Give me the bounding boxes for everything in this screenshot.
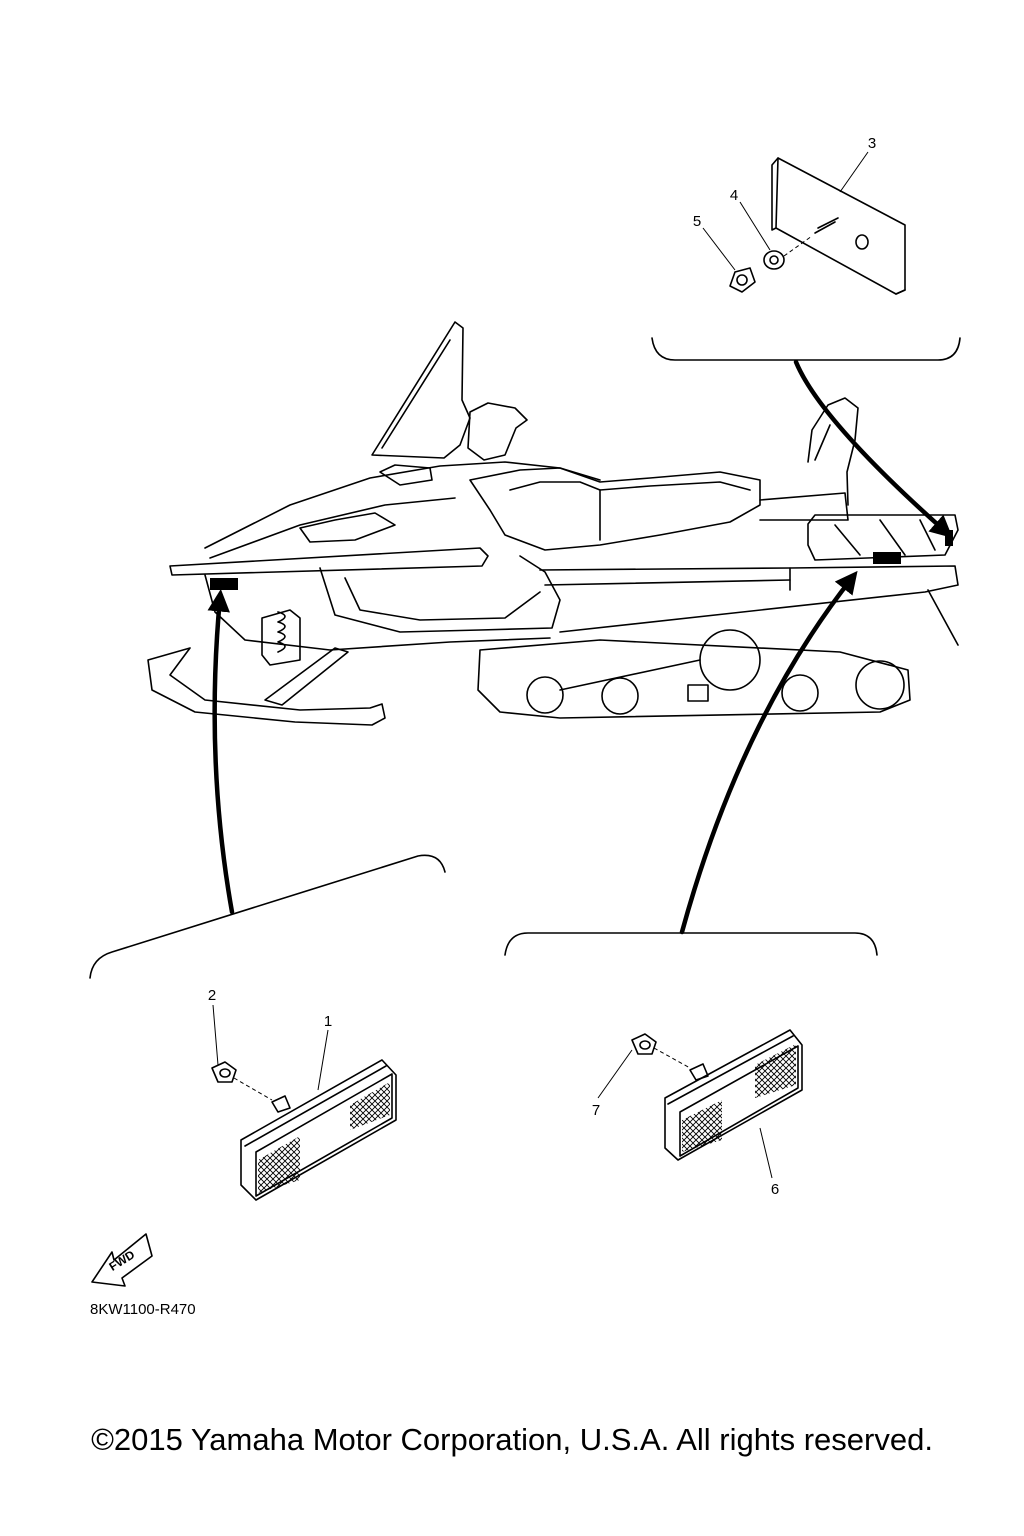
callout-3: 3 (868, 135, 876, 152)
callout-5: 5 (693, 213, 701, 230)
copyright-notice: ©2015 Yamaha Motor Corporation, U.S.A. A… (91, 1422, 933, 1457)
callout-6: 6 (771, 1181, 779, 1198)
snowmobile-illustration (147, 321, 959, 726)
callout-leaders (212, 151, 869, 1179)
callout-numbers: 1 2 3 4 5 6 7 (208, 135, 876, 1198)
detail-brackets (89, 337, 961, 979)
callout-1: 1 (324, 1013, 332, 1030)
callout-7: 7 (592, 1102, 600, 1119)
rear-plate-detail (729, 157, 906, 295)
figure-code: 8KW1100-R470 (90, 1301, 196, 1318)
callout-2: 2 (208, 987, 216, 1004)
fwd-arrow-icon: FWD (91, 1233, 153, 1287)
front-reflector-detail (211, 1059, 397, 1201)
rear-reflector-detail (631, 1029, 803, 1161)
leader-arrows (207, 359, 953, 935)
callout-4: 4 (730, 187, 738, 204)
